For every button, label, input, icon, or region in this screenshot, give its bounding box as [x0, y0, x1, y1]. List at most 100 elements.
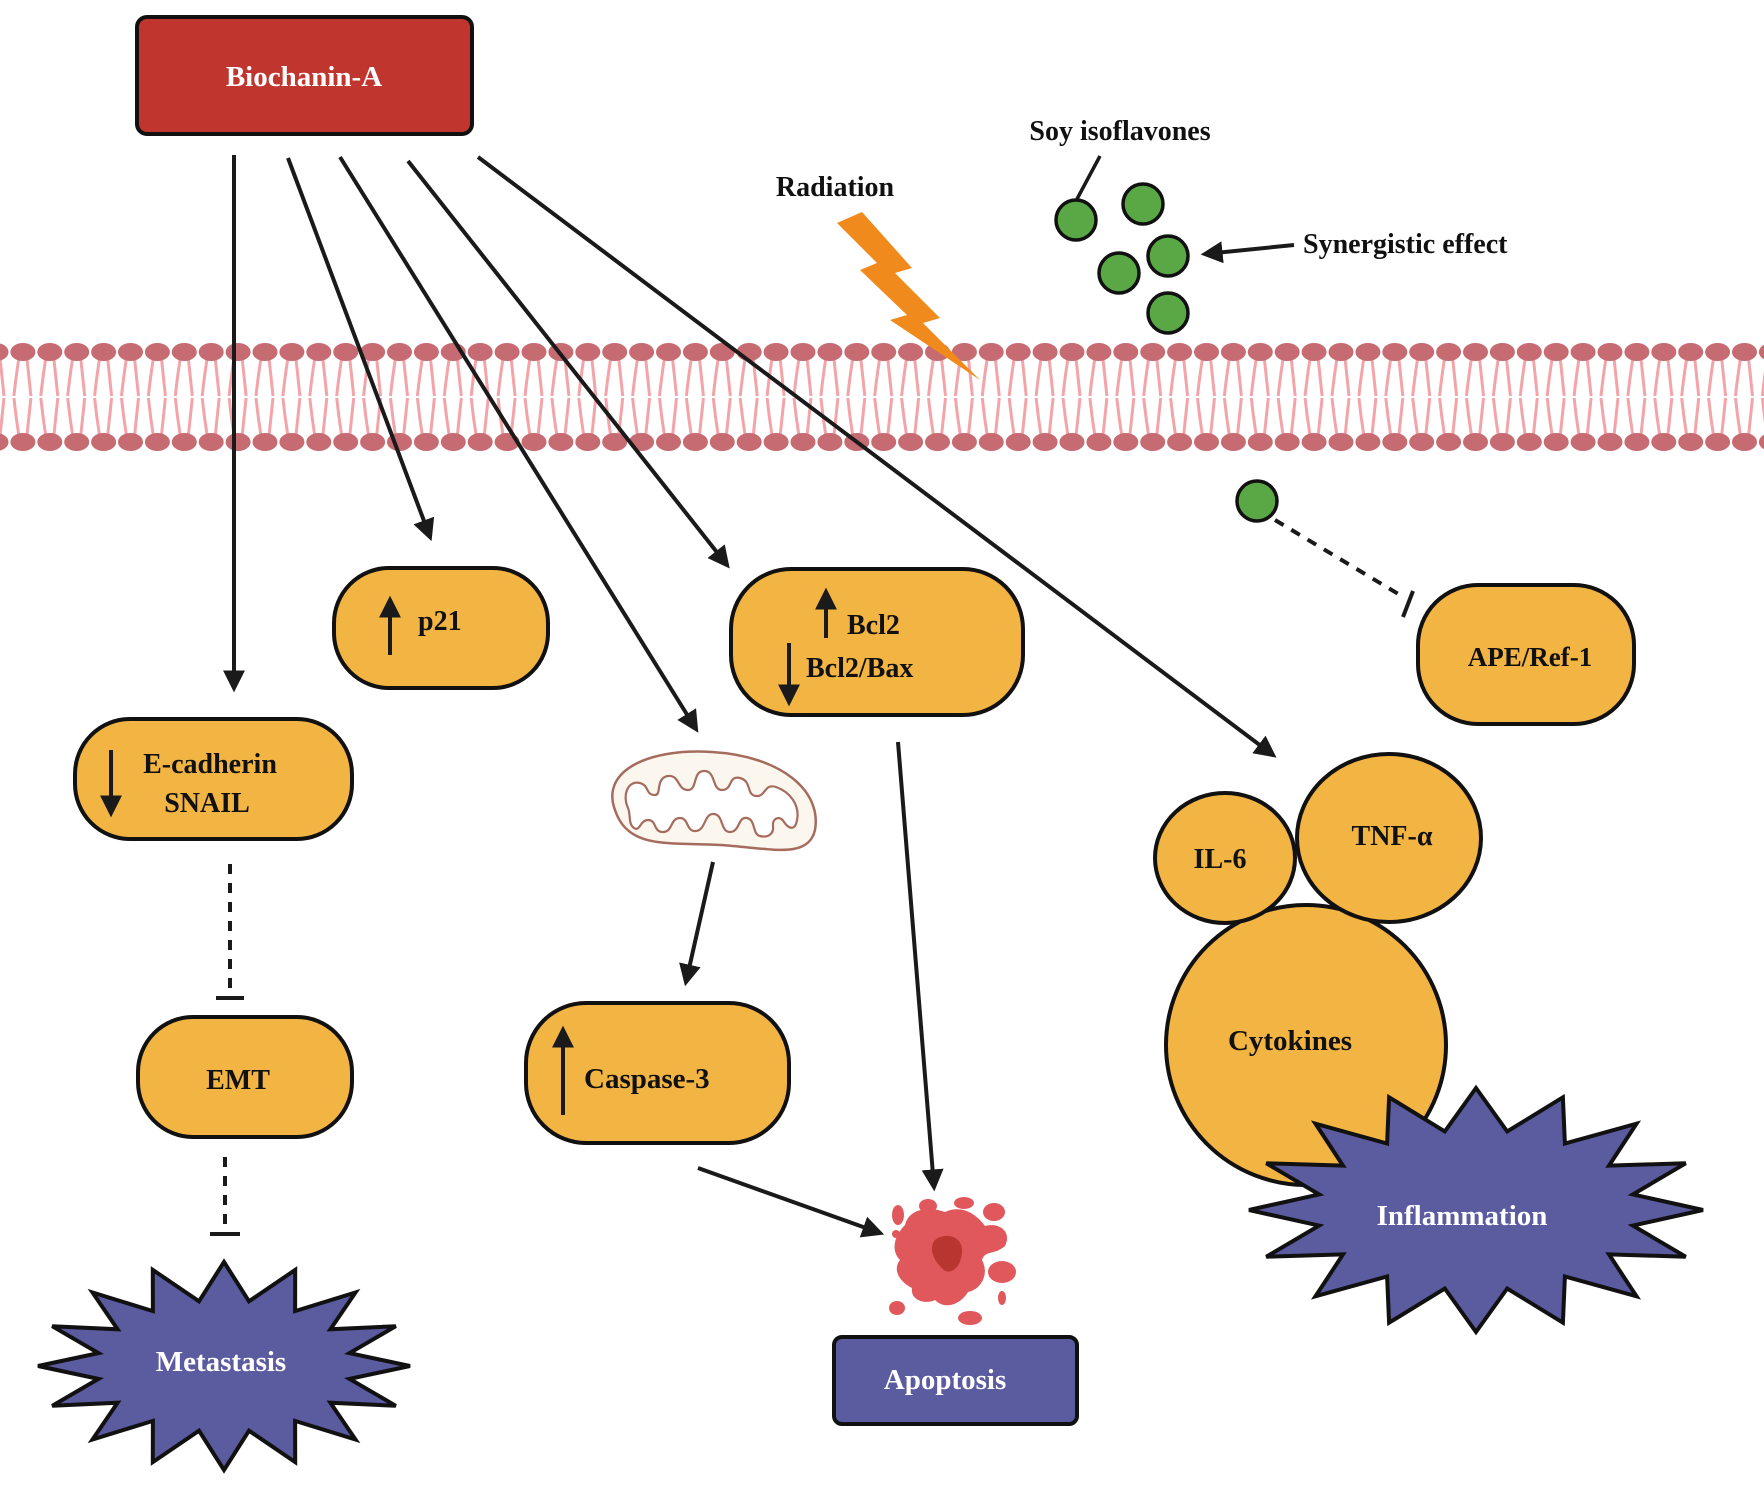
lipid-head — [1651, 343, 1677, 361]
lipid-tail — [496, 357, 517, 397]
inflammation-outcome[interactable]: Inflammation — [1248, 1084, 1704, 1336]
lipid-head — [1113, 433, 1139, 451]
lipid-tail — [1545, 397, 1566, 437]
lipid-tail — [1626, 397, 1647, 437]
lipid-head — [64, 433, 90, 451]
lipid-tail — [0, 397, 6, 437]
apoptosis-label: Apoptosis — [884, 1364, 1007, 1396]
lipid-tail — [1007, 357, 1028, 397]
lipid-head — [198, 433, 224, 451]
lipid-head — [1382, 433, 1408, 451]
biochanin-a-label: Biochanin-A — [226, 61, 382, 93]
lipid-tail — [523, 397, 544, 437]
lipid-head — [1516, 433, 1542, 451]
lipid-tail — [1169, 357, 1190, 397]
lipid-tail — [1088, 357, 1109, 397]
lipid-head — [225, 343, 251, 361]
lipid-head — [1220, 433, 1246, 451]
lipid-tail — [200, 397, 221, 437]
lipid-head — [387, 343, 412, 361]
lipid-head — [1086, 433, 1112, 451]
ecadherin-label: E-cadherin — [143, 749, 277, 780]
lipid-head — [306, 433, 332, 451]
lipid-head — [171, 343, 197, 361]
lipid-tail — [1760, 397, 1764, 424]
lipid-head — [1140, 343, 1166, 361]
arrow-mito-to-caspase3 — [679, 861, 715, 987]
biochanin-a-node[interactable]: Biochanin-A — [135, 15, 474, 136]
metastasis-outcome[interactable]: Metastasis — [37, 1258, 411, 1474]
lipid-tail — [980, 357, 1001, 397]
lipid-head — [709, 433, 735, 451]
lipid-tail — [1545, 357, 1566, 397]
lipid-tail — [1572, 357, 1593, 397]
lipid-tail — [1276, 357, 1297, 397]
lipid-tail — [469, 397, 490, 437]
emt-label: EMT — [206, 1065, 270, 1096]
lipid-head — [575, 343, 601, 361]
lipid-head — [602, 433, 628, 451]
caspase3-node[interactable]: Caspase-3 — [524, 1001, 791, 1145]
metastasis-starburst-shape — [37, 1258, 411, 1474]
lipid-tail — [1599, 357, 1620, 397]
soy-isoflavone-molecules — [1054, 182, 1190, 335]
emt-node[interactable]: EMT — [136, 1015, 354, 1139]
lipid-head — [1436, 433, 1462, 451]
bcl2-node[interactable]: Bcl2 Bcl2/Bax — [729, 567, 1025, 717]
lipid-tail — [66, 397, 87, 437]
lipid-tail — [146, 357, 167, 397]
lipid-head — [656, 343, 681, 361]
lipid-head — [333, 343, 359, 361]
lipid-tail — [1465, 397, 1485, 437]
isoflavone-molecule — [1097, 251, 1141, 295]
lipid-tail — [442, 397, 463, 437]
lipid-head — [1032, 343, 1058, 361]
lipid-tail — [1572, 397, 1593, 437]
lipid-head — [1732, 343, 1757, 361]
lipid-tail — [1626, 357, 1647, 397]
lipid-head — [1678, 343, 1704, 361]
lipid-tail — [1330, 397, 1351, 437]
lipid-head — [1355, 343, 1381, 361]
lipid-tail — [658, 357, 678, 397]
lipid-head — [494, 343, 520, 361]
lipid-head — [844, 343, 870, 361]
lipid-head — [91, 433, 117, 451]
lipid-tail — [1303, 357, 1324, 397]
tnf-alpha-node[interactable]: TNF-α — [1295, 752, 1483, 924]
lipid-tail — [1196, 397, 1216, 437]
lipid-tail — [335, 357, 356, 397]
lipid-head — [1328, 433, 1354, 451]
apoptosis-outcome[interactable]: Apoptosis — [832, 1335, 1079, 1426]
mitochondrion-icon — [611, 750, 818, 852]
lipid-head — [898, 433, 924, 451]
lipid-tail — [415, 357, 436, 397]
lipid-head — [467, 343, 493, 361]
lipid-head — [10, 433, 36, 451]
lipid-head — [521, 433, 547, 451]
lipid-head — [333, 433, 359, 451]
lipid-tail — [1061, 397, 1082, 437]
inflammation-starburst-shape — [1248, 1084, 1704, 1336]
p21-node[interactable]: p21 — [332, 566, 550, 690]
lipid-head — [1543, 343, 1569, 361]
tnf-alpha-label: TNF-α — [1352, 821, 1433, 852]
ecadherin-snail-node[interactable]: E-cadherin SNAIL — [73, 717, 354, 841]
il6-node[interactable]: IL-6 — [1153, 791, 1297, 925]
lipid-tail — [1007, 397, 1028, 437]
lipid-head — [925, 433, 950, 451]
lipid-head — [1274, 433, 1300, 451]
lipid-tail — [1680, 397, 1701, 437]
lipid-tail — [953, 397, 974, 437]
arrow-to-cytokines — [476, 155, 1277, 758]
lipid-head — [548, 433, 574, 451]
isoflavone-molecule — [1121, 182, 1165, 226]
lipid-tail — [1653, 357, 1674, 397]
lipid-head — [682, 433, 708, 451]
lipid-head — [1059, 343, 1085, 361]
lipid-head — [682, 343, 708, 361]
lipid-head — [467, 433, 493, 451]
ape-ref1-node[interactable]: APE/Ref-1 — [1416, 583, 1636, 726]
lipid-tail — [846, 397, 867, 437]
